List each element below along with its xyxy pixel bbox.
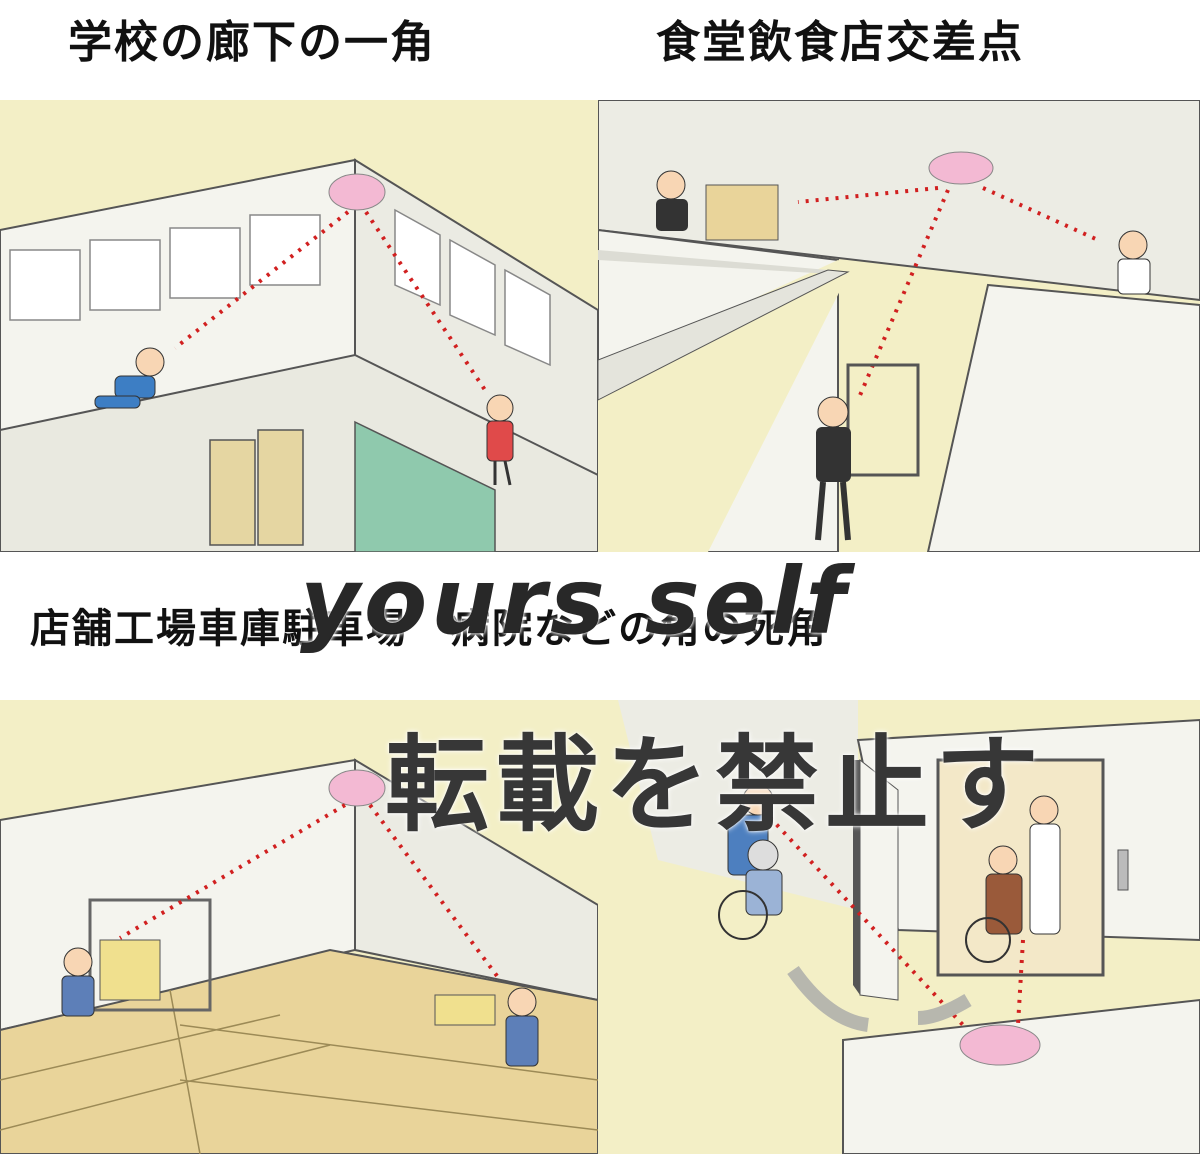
convex-mirror — [928, 151, 994, 185]
waiter-left-figure — [656, 170, 688, 231]
sight-line-right — [368, 803, 502, 982]
caption-stores-factories-blindspot: 店舗工場車庫駐車場 病院などの角の死角 — [30, 606, 828, 652]
panel-warehouse — [0, 700, 598, 1154]
panel-cafeteria — [598, 100, 1200, 552]
watermark-english: yours self — [300, 548, 850, 655]
wheelchair-right-figure — [965, 795, 1061, 963]
sight-line-left — [797, 186, 939, 204]
movement-arrow-right — [917, 993, 972, 1025]
walking-girl-figure — [486, 394, 514, 486]
caption-school-corridor: 学校の廊下の一角 — [68, 17, 436, 68]
sight-line-right — [1016, 939, 1025, 1026]
wheelchair-left-figure — [718, 784, 783, 940]
watermark-japanese: 転載を禁止す — [385, 724, 1046, 846]
worker-left-figure — [61, 947, 95, 1017]
door-right — [257, 429, 304, 546]
window-row-left — [9, 214, 321, 321]
window-row-right — [394, 208, 551, 367]
sight-line-left — [173, 210, 350, 350]
sight-line-right — [982, 186, 1099, 242]
panel-hospital — [598, 700, 1200, 1154]
sight-line-left — [118, 803, 347, 940]
box-counter — [705, 184, 779, 241]
door-left — [209, 439, 256, 546]
convex-mirror — [328, 769, 386, 807]
convex-mirror — [328, 173, 386, 211]
worker-right-figure — [505, 987, 539, 1067]
movement-arrow-left — [787, 965, 870, 1032]
convex-mirror — [959, 1024, 1041, 1066]
worker-with-cart-figure — [815, 363, 920, 541]
panel-school-corridor — [0, 100, 598, 552]
waiter-right-figure — [1117, 230, 1151, 295]
caption-cafeteria-intersection: 食堂飲食店交差点 — [656, 17, 1024, 68]
blackboard — [354, 420, 496, 552]
running-boy-figure — [94, 347, 165, 409]
